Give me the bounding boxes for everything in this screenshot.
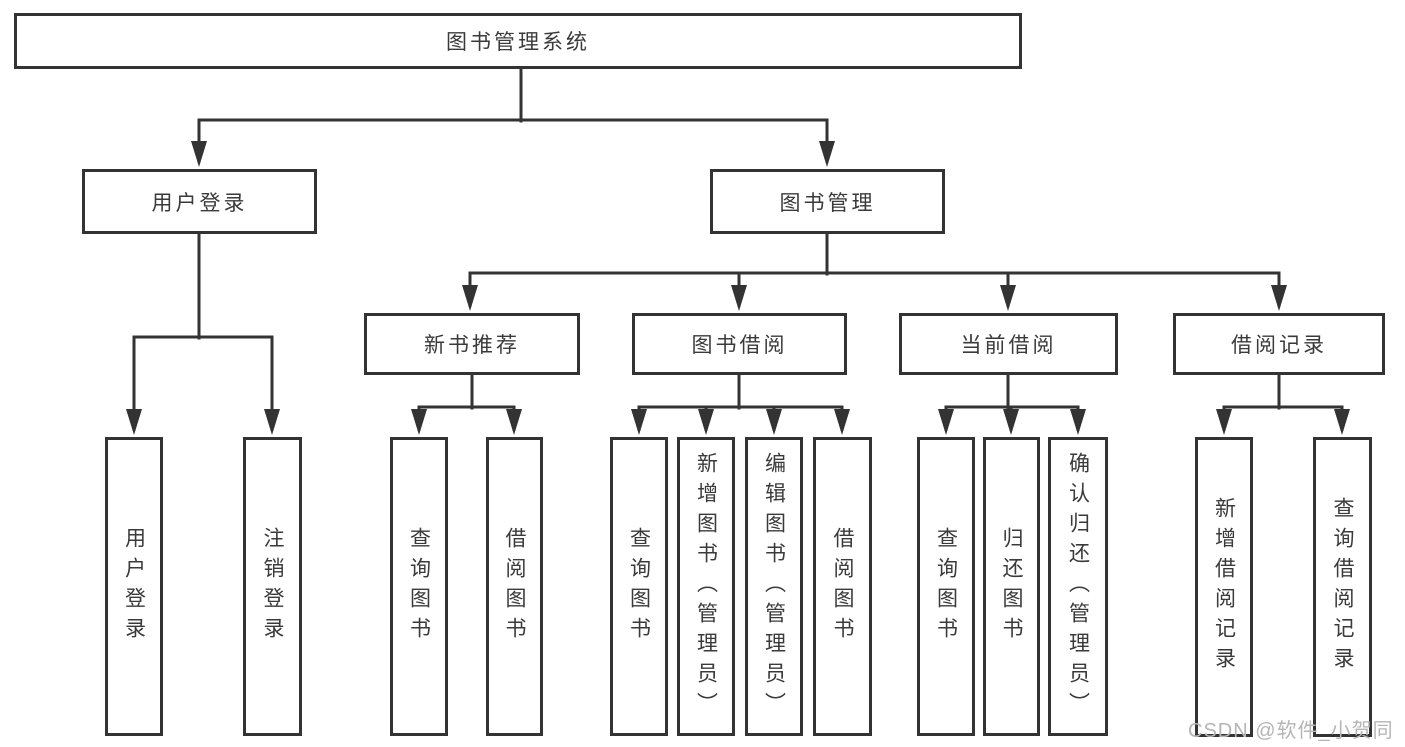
leaf-nbr-borrow-books: 借阅图书	[486, 437, 543, 736]
leaf-bb-edit-books-admin: 编辑图书（管理员）	[745, 437, 803, 736]
node-book-management: 图书管理	[710, 169, 945, 234]
trunk-lines	[132, 67, 1344, 410]
node-user-login: 用户登录	[82, 169, 317, 234]
leaf-bb-add-books-admin: 新增图书（管理员）	[677, 437, 735, 736]
leaf-cb-return-books: 归还图书	[983, 437, 1040, 736]
leaf-bb-query-books: 查询图书	[610, 437, 668, 736]
leaf-user-login: 用户登录	[105, 437, 163, 736]
node-borrowing-records: 借阅记录	[1173, 313, 1385, 375]
node-root: 图书管理系统	[14, 13, 1022, 69]
leaf-br-query-record: 查询借阅记录	[1313, 437, 1372, 737]
leaf-bb-borrow-books: 借阅图书	[813, 437, 872, 736]
node-book-borrowing: 图书借阅	[632, 313, 847, 375]
leaf-br-add-record: 新增借阅记录	[1195, 437, 1253, 737]
leaf-nbr-query-books: 查询图书	[390, 437, 448, 736]
node-current-borrowing: 当前借阅	[899, 313, 1118, 375]
node-new-book-recommend: 新书推荐	[364, 313, 580, 375]
leaf-cb-confirm-return-admin: 确认归还（管理员）	[1048, 437, 1108, 736]
leaf-logout: 注销登录	[243, 437, 302, 736]
leaf-cb-query-books: 查询图书	[917, 437, 975, 736]
csdn-watermark: CSDN @软件_小贺同学	[1188, 720, 1394, 742]
